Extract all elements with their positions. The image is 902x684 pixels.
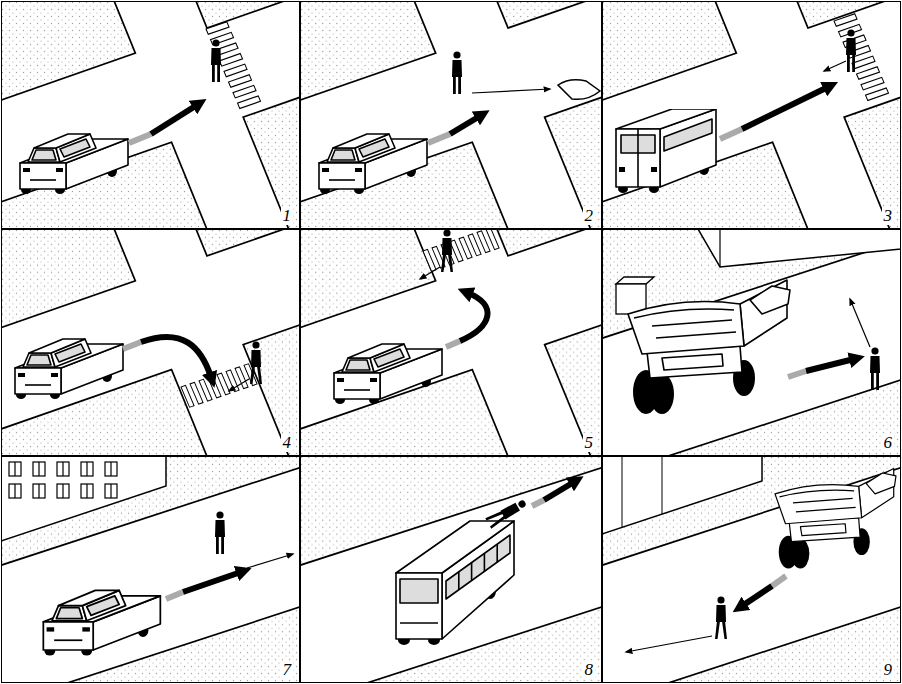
pedestrian — [870, 347, 880, 390]
scene-panel — [1, 229, 300, 456]
motion-arrow-tail — [788, 371, 806, 377]
walk-arrow — [229, 379, 249, 391]
panel-frame: 6 — [602, 229, 901, 456]
kiosk-top — [616, 277, 654, 284]
crosswalk — [206, 22, 261, 109]
pedestrian — [485, 497, 528, 529]
building-edge — [719, 229, 720, 267]
motion-arrow-tail — [428, 134, 450, 143]
scene-panel — [1, 1, 300, 229]
motion-arrow-tail — [129, 134, 151, 143]
building-edge — [622, 456, 662, 528]
walk-arrow — [472, 89, 550, 93]
callout-number: 4 — [281, 434, 294, 452]
street — [1, 456, 300, 683]
scene-panel — [300, 229, 602, 456]
motion-arrow-tail — [166, 592, 183, 599]
panel-frame: 3 — [602, 1, 901, 229]
van — [616, 109, 716, 193]
car — [43, 590, 160, 655]
callout-number: 2 — [583, 207, 596, 225]
motion-arrow — [742, 586, 772, 606]
intersection — [300, 1, 602, 229]
motion-arrow-tail — [720, 129, 742, 139]
bus — [396, 521, 514, 645]
pedestrian — [452, 51, 462, 94]
motion-arrow — [544, 482, 574, 500]
callout-number: 5 — [583, 434, 596, 452]
crosswalk — [834, 14, 889, 101]
turn-arrow — [141, 337, 211, 377]
street — [300, 456, 602, 683]
pedestrian — [441, 229, 453, 272]
motion-arrow — [806, 359, 854, 371]
callout-number: 9 — [882, 661, 895, 679]
panel-frame: 5 — [300, 229, 602, 456]
building-windows — [9, 462, 117, 498]
building — [1, 456, 166, 541]
callout-number: 3 — [882, 207, 895, 225]
motion-arrow-tail — [532, 500, 544, 506]
scene-panel — [300, 1, 602, 229]
scene-panel — [602, 456, 901, 683]
panel-frame: 9 — [602, 456, 901, 683]
motion-arrow-tail — [772, 576, 786, 586]
panel-frame: 4 — [1, 229, 300, 456]
scene-panel — [602, 1, 901, 229]
callout-number: 6 — [882, 434, 895, 452]
panel-frame: 8 — [300, 456, 602, 683]
dump-truck — [628, 280, 790, 414]
pedestrian — [250, 341, 262, 384]
walk-arrow — [247, 554, 293, 568]
motion-arrow — [151, 105, 197, 134]
walk-arrow — [824, 61, 846, 71]
car — [334, 344, 442, 404]
intersection — [1, 1, 300, 229]
motion-arrow — [183, 572, 241, 592]
car — [15, 339, 123, 399]
scene-panel — [1, 456, 300, 683]
running-pedestrian — [485, 497, 528, 529]
traffic-island — [558, 80, 600, 100]
building — [698, 229, 901, 267]
street — [602, 229, 901, 456]
callout-number: 1 — [281, 207, 294, 225]
pedestrian — [715, 596, 727, 639]
building — [602, 456, 762, 534]
pedestrian — [215, 511, 225, 554]
panel-frame: 7 — [1, 456, 300, 683]
scene-panel — [602, 229, 901, 456]
callout-number: 8 — [583, 661, 596, 679]
intersection — [602, 1, 901, 229]
car — [319, 134, 427, 194]
motion-arrow — [742, 87, 828, 129]
car — [20, 134, 128, 194]
turn-arrow — [460, 293, 488, 341]
walk-arrow — [420, 267, 440, 279]
intersection — [300, 229, 602, 456]
pedestrian — [846, 29, 856, 72]
street — [602, 456, 901, 683]
motion-arrow — [450, 116, 480, 134]
crosswalk — [423, 229, 499, 271]
dump-truck — [775, 468, 896, 568]
motion-arrow-tail — [123, 342, 141, 349]
walk-arrow — [850, 299, 870, 347]
panel-frame: 2 — [300, 1, 602, 229]
crosswalk — [181, 364, 257, 407]
walk-arrow — [626, 636, 712, 652]
motion-arrow-tail — [446, 341, 460, 347]
intersection — [1, 229, 300, 456]
panel-frame: 1 — [1, 1, 300, 229]
pedestrian — [211, 39, 221, 82]
callout-number: 7 — [281, 661, 294, 679]
scene-panel — [300, 456, 602, 683]
